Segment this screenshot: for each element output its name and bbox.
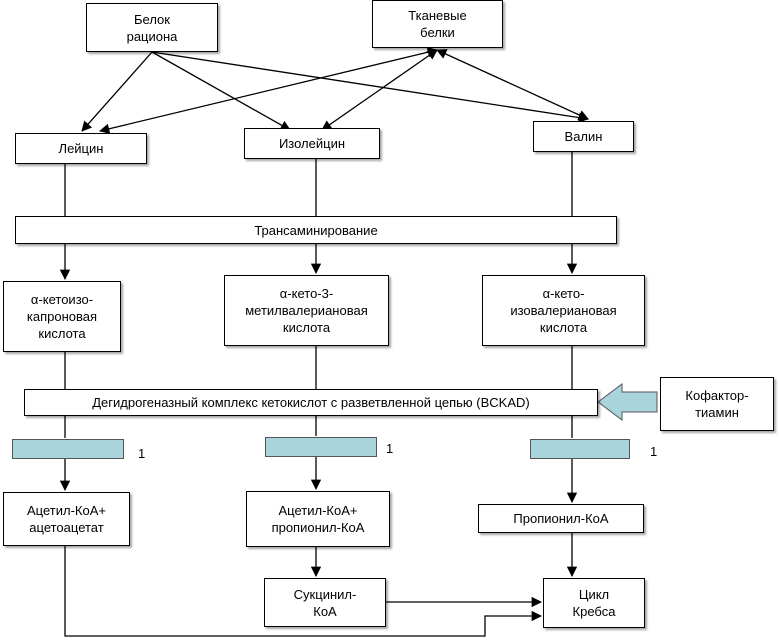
node-keto-isocaproic: α-кетоизо- капроновая кислота xyxy=(3,281,121,352)
node-bckad-label: Дегидрогеназный комплекс кетокислот с ра… xyxy=(92,395,530,410)
node-tissue-proteins: Тканевые белки xyxy=(372,0,503,48)
cofactor-block-arrow xyxy=(597,383,658,421)
marker-2: 1 xyxy=(386,441,394,456)
node-transamination-label: Трансаминирование xyxy=(254,222,378,238)
node-protein-diet: Белок рациона xyxy=(86,3,218,52)
marker-1: 1 xyxy=(138,446,146,461)
arrow-diet-to-valine xyxy=(151,51,590,123)
node-valine-label: Валин xyxy=(564,129,603,144)
arrow-acetoacetate-krebs xyxy=(64,546,543,637)
arrow-tissue-isoleucine xyxy=(321,49,438,131)
enzyme-bar-3 xyxy=(530,439,630,459)
arrow-tissue-leucine xyxy=(98,47,439,134)
node-cofactor: Кофактор- тиамин xyxy=(660,377,774,431)
node-keto-isovaleric: α-кето- изовалериановая кислота xyxy=(482,275,645,346)
node-isoleucine: Изолейцин xyxy=(244,128,380,159)
node-bckad: Дегидрогеназный комплекс кетокислот с ра… xyxy=(24,389,598,416)
node-tissue-proteins-label: Тканевые белки xyxy=(408,8,467,40)
node-succinyl-label: Сукцинил- КоА xyxy=(293,586,357,619)
node-krebs: Цикл Кребса xyxy=(543,578,645,628)
node-keto-isocaproic-label: α-кетоизо- капроновая кислота xyxy=(26,292,98,341)
node-keto-isovaleric-label: α-кето- изовалериановая кислота xyxy=(510,286,617,335)
node-transamination: Трансаминирование xyxy=(15,216,617,244)
node-isoleucine-label: Изолейцин xyxy=(278,136,346,151)
node-cofactor-label: Кофактор- тиамин xyxy=(685,388,749,420)
node-valine: Валин xyxy=(533,121,634,152)
node-protein-diet-label: Белок рациона xyxy=(126,11,178,44)
node-acetyl-acetoacetate: Ацетил-КоА+ ацетоацетат xyxy=(3,492,130,546)
node-keto-methylvaleric: α-кето-3- метилвалериановая кислота xyxy=(224,275,389,346)
node-leucine: Лейцин xyxy=(15,133,147,164)
node-krebs-label: Цикл Кребса xyxy=(572,587,616,619)
node-keto-methylvaleric-label: α-кето-3- метилвалериановая кислота xyxy=(245,286,368,335)
arrow-diet-to-leucine xyxy=(81,51,153,132)
node-succinyl: Сукцинил- КоА xyxy=(264,578,386,627)
node-acetyl-propionyl: Ацетил-КоА+ пропионил-КоА xyxy=(246,491,390,547)
node-propionyl-label: Пропионил-КоА xyxy=(513,511,609,526)
node-propionyl: Пропионил-КоА xyxy=(478,504,644,533)
enzyme-bar-2 xyxy=(265,437,377,457)
node-acetyl-acetoacetate-label: Ацетил-КоА+ ацетоацетат xyxy=(27,503,106,535)
arrow-tissue-valine xyxy=(436,49,589,120)
node-leucine-label: Лейцин xyxy=(58,141,104,156)
node-acetyl-propionyl-label: Ацетил-КоА+ пропионил-КоА xyxy=(271,503,365,535)
enzyme-bar-1 xyxy=(12,439,124,459)
arrow-diet-to-isoleucine xyxy=(151,51,291,131)
marker-3: 1 xyxy=(650,444,658,459)
